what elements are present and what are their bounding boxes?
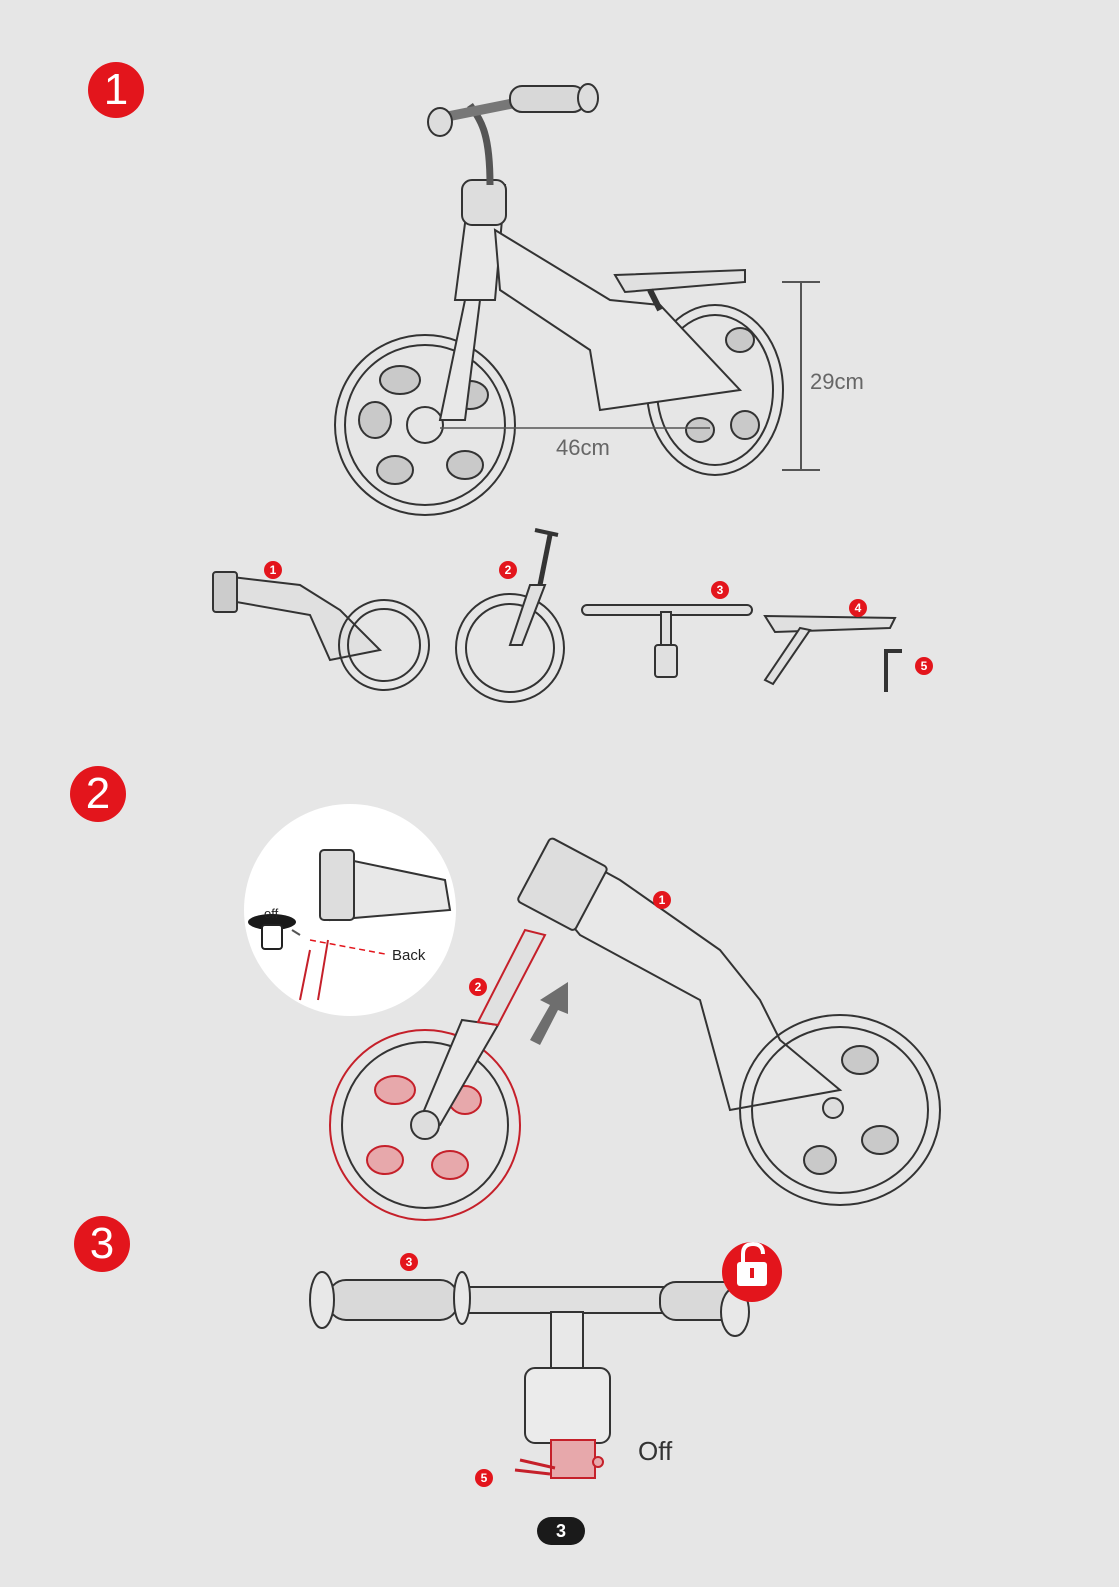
parts-list <box>213 530 902 702</box>
height-dimension: 29cm <box>810 369 864 394</box>
handlebar-assembly <box>310 1272 749 1478</box>
step2-callout-1: 1 <box>659 893 666 907</box>
unlock-icon <box>722 1242 782 1302</box>
part-label-1: 1 <box>270 563 277 577</box>
detail-back-label: Back <box>392 947 426 964</box>
part-label-5: 5 <box>921 659 928 673</box>
part-label-4: 4 <box>855 601 862 615</box>
step2-callout-2: 2 <box>475 980 482 994</box>
length-dimension: 46cm <box>556 435 610 460</box>
step3-callout-5: 5 <box>481 1471 488 1485</box>
off-label: Off <box>638 1436 673 1466</box>
page-number: 3 <box>537 1517 585 1545</box>
arrow-icon <box>530 982 568 1045</box>
detail-off-label: off <box>264 906 279 921</box>
step3-callout-3: 3 <box>406 1255 413 1269</box>
part-label-2: 2 <box>505 563 512 577</box>
part-label-3: 3 <box>717 583 724 597</box>
frame-assembly <box>517 837 940 1205</box>
